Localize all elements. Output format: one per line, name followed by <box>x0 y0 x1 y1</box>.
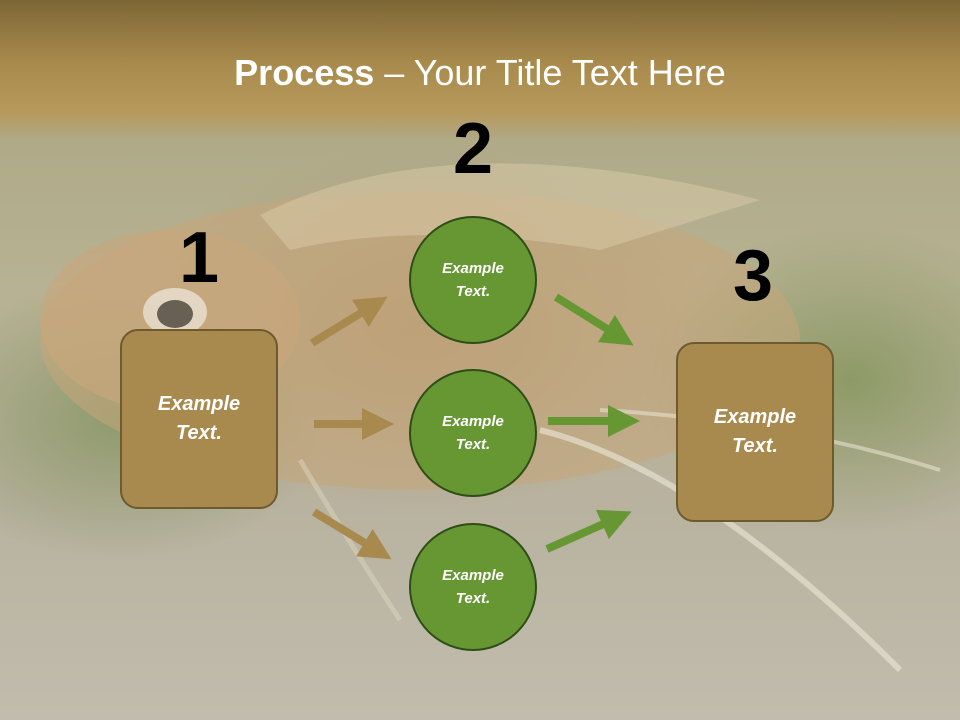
arrow-right-up-icon <box>309 296 388 347</box>
step-number-2: 2 <box>452 109 494 189</box>
slide-title: Process – Your Title Text Here <box>0 52 960 94</box>
arrow-right-down-icon <box>311 508 392 560</box>
process-circle-bottom[interactable]: Example Text. <box>409 523 537 651</box>
title-band <box>0 0 960 140</box>
process-circle-top-label: Example Text. <box>442 260 504 300</box>
process-circle-middle[interactable]: Example Text. <box>409 369 537 497</box>
title-rest: – Your Title Text Here <box>374 52 726 93</box>
title-bold: Process <box>234 52 375 93</box>
process-circle-bottom-label: Example Text. <box>442 567 504 607</box>
step-box-3-label: Example Text. <box>713 406 797 457</box>
process-circle-middle-label: Example Text. <box>442 413 504 453</box>
step-number-3: 3 <box>732 236 774 316</box>
arrow-right-down-green-icon <box>553 293 634 346</box>
step-number-1: 1 <box>178 218 220 298</box>
arrow-right-up-green-icon <box>545 509 632 553</box>
step-box-1-label: Example Text. <box>157 393 241 444</box>
process-circle-top[interactable]: Example Text. <box>409 216 537 344</box>
step-box-1[interactable]: Example Text. <box>120 329 278 509</box>
step-box-3[interactable]: Example Text. <box>676 342 834 522</box>
